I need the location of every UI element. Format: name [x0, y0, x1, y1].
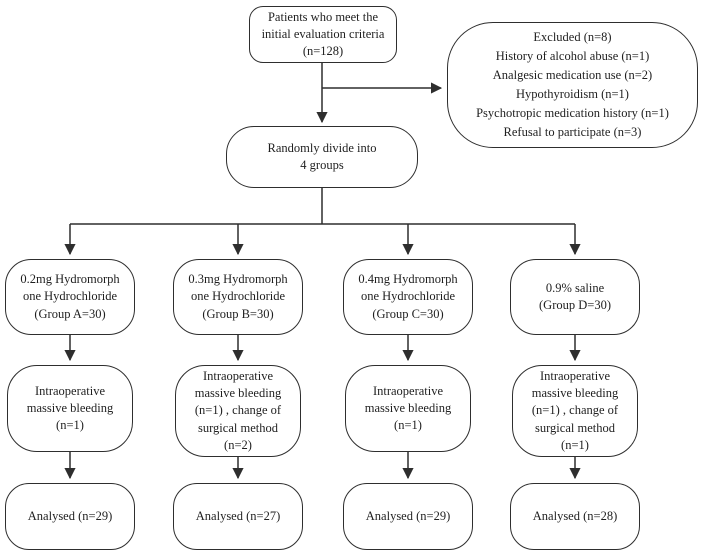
node-bleeding-group-a: Intraoperative massive bleeding (n=1): [7, 365, 133, 452]
node-excluded: Excluded (n=8) History of alcohol abuse …: [447, 22, 698, 148]
node-group-a: 0.2mg Hydromorph one Hydrochloride (Grou…: [5, 259, 135, 335]
node-patients-initial-criteria: Patients who meet the initial evaluation…: [249, 6, 397, 63]
node-analysed-group-d: Analysed (n=28): [510, 483, 640, 550]
node-bleeding-group-c: Intraoperative massive bleeding (n=1): [345, 365, 471, 452]
node-analysed-group-b: Analysed (n=27): [173, 483, 303, 550]
node-analysed-group-c: Analysed (n=29): [343, 483, 473, 550]
node-bleeding-group-d: Intraoperative massive bleeding (n=1) , …: [512, 365, 638, 457]
node-group-b: 0.3mg Hydromorph one Hydrochloride (Grou…: [173, 259, 303, 335]
node-group-d: 0.9% saline (Group D=30): [510, 259, 640, 335]
node-bleeding-group-b: Intraoperative massive bleeding (n=1) , …: [175, 365, 301, 457]
node-analysed-group-a: Analysed (n=29): [5, 483, 135, 550]
node-randomize: Randomly divide into 4 groups: [226, 126, 418, 188]
node-group-c: 0.4mg Hydromorph one Hydrochloride (Grou…: [343, 259, 473, 335]
